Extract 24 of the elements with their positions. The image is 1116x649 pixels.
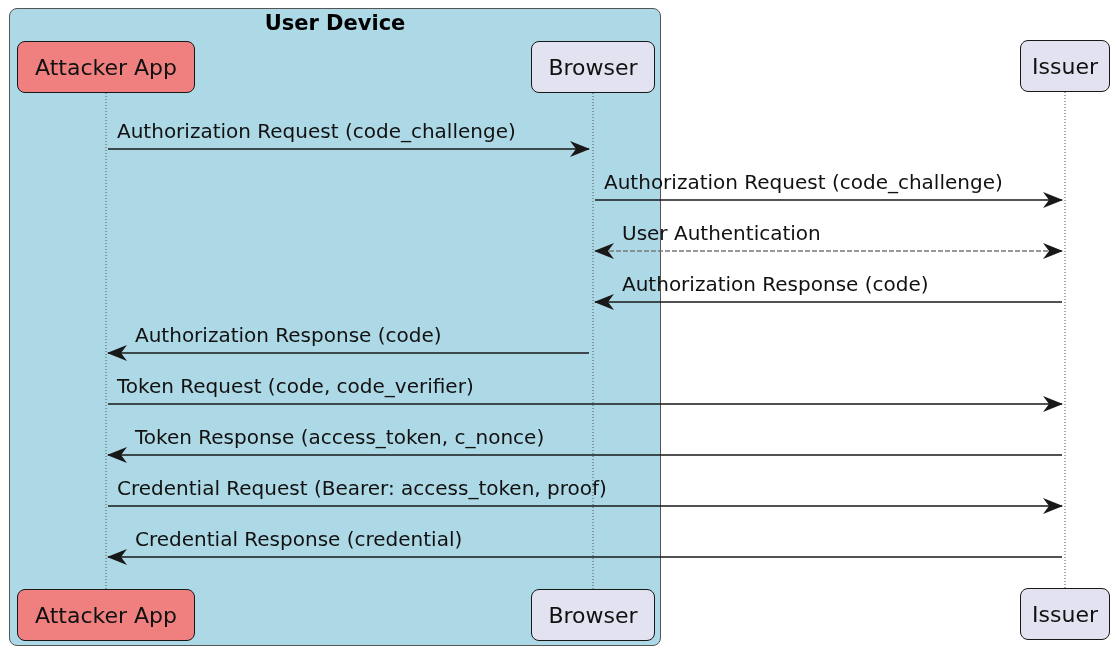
participant-box: Browser <box>531 589 655 641</box>
participant-box: Issuer <box>1020 40 1110 92</box>
message-arrow <box>107 498 1063 514</box>
lifeline <box>103 93 109 589</box>
group-title: User Device <box>263 11 407 35</box>
message-arrow <box>594 192 1063 208</box>
message-arrow <box>107 141 590 157</box>
message-arrow <box>107 396 1063 412</box>
message-arrow <box>107 447 1063 463</box>
participant-box: Attacker App <box>17 589 195 641</box>
lifeline <box>1062 92 1068 588</box>
message-label: Token Response (access_token, c_nonce) <box>135 425 545 449</box>
message-arrow <box>107 549 1063 565</box>
participant-box: Issuer <box>1020 588 1110 640</box>
message-label: Authorization Response (code) <box>135 323 442 347</box>
message-label: Credential Response (credential) <box>135 527 463 551</box>
message-label: Authorization Request (code_challenge) <box>117 119 516 143</box>
message-arrow <box>594 294 1063 310</box>
participant-box: Attacker App <box>17 41 195 93</box>
message-arrow <box>594 243 1063 259</box>
participant-box: Browser <box>531 41 655 93</box>
message-label: Token Request (code, code_verifier) <box>117 374 474 398</box>
message-arrow <box>107 345 590 361</box>
message-label: Credential Request (Bearer: access_token, proof) <box>117 476 607 500</box>
